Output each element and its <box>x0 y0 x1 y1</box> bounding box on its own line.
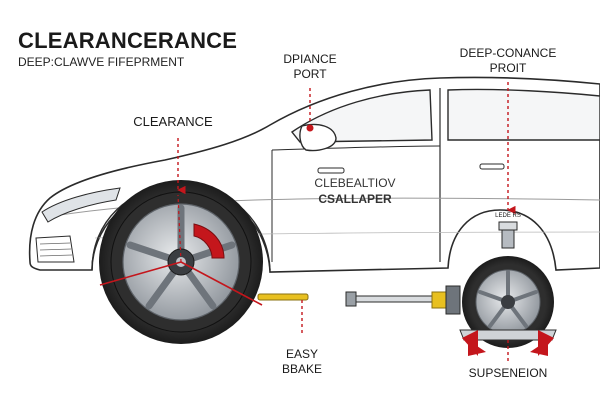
headlight <box>41 187 121 223</box>
suspension-jack <box>459 221 557 356</box>
door-handle <box>317 167 345 174</box>
port-label: DPIANCE PORT <box>268 52 352 82</box>
deep-label: DEEP-CONANCE PROIT <box>440 46 576 76</box>
deep-label-line2: PROIT <box>489 61 527 75</box>
rear-door-handle <box>479 163 505 170</box>
side-mirror <box>299 123 337 152</box>
port-label-line2: PORT <box>293 67 327 81</box>
easy-brake-label: EASY BBAKE <box>260 347 344 377</box>
brake-caliper <box>193 223 225 259</box>
door-text-line1: CLEBEALTIOV <box>314 176 396 190</box>
deep-label-line1: DEEP-CONANCE <box>459 46 557 60</box>
front-wheel <box>99 180 263 344</box>
diagram-title: CLEARANCERANCE <box>18 28 238 53</box>
shaft <box>345 285 461 315</box>
suspension-label: SUPSENEION <box>468 366 548 380</box>
clearance-label: CLEARANCE <box>133 114 213 129</box>
easy-brake-line2: BBAKE <box>281 362 323 376</box>
brake-arm <box>257 293 309 301</box>
window-rear <box>447 88 600 141</box>
port-label-line1: DPIANCE <box>283 52 337 66</box>
door-text-line2: CSALLAPER <box>318 192 392 206</box>
jack-tag-label: LEDE RS <box>495 213 521 219</box>
rear-wheel <box>462 256 554 348</box>
diagram-subtitle: DEEP:CLAWVE FIFEPRMENT <box>18 55 185 69</box>
easy-brake-line1: EASY <box>285 347 318 361</box>
port-marker <box>306 124 314 132</box>
